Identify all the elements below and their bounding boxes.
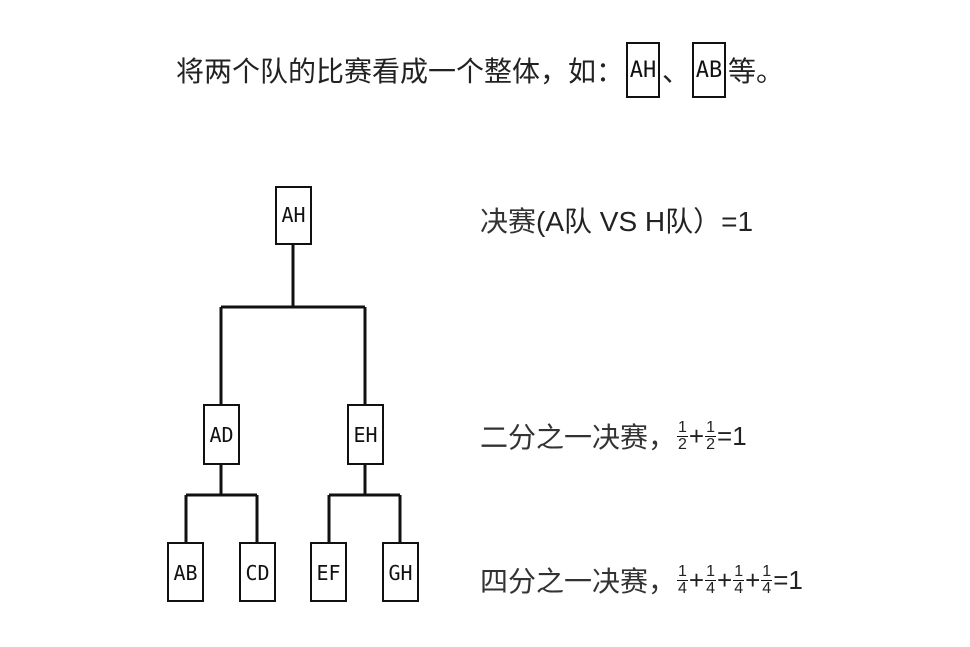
- node-quarter-cd-label: CD: [245, 561, 269, 585]
- fraction-numerator: 1: [705, 418, 717, 437]
- label-semi-cjk: 二分之一决赛，: [480, 421, 677, 454]
- plus-sign: +: [688, 420, 705, 451]
- node-quarter-gh-label: GH: [388, 561, 412, 585]
- plus-sign: +: [745, 564, 761, 595]
- label-final-detail: (A队 VS H队）=1: [536, 206, 754, 237]
- node-final-label: AH: [281, 203, 305, 227]
- intro-text: 将两个队的比赛看成一个整体，如：: [176, 55, 625, 88]
- node-quarter-ab: AB: [167, 542, 204, 602]
- node-semi-right-label: EH: [353, 423, 377, 447]
- quarter-result: =1: [773, 564, 803, 595]
- label-quarter-cjk: 四分之一决赛，: [480, 565, 677, 598]
- fraction-denominator: 2: [678, 435, 687, 453]
- intro-sentence: 将两个队的比赛看成一个整体，如： AH 、 AB 等。: [176, 40, 784, 100]
- fraction-numerator: 1: [677, 418, 688, 437]
- semi-result: =1: [717, 420, 747, 451]
- plus-sign: +: [717, 564, 733, 595]
- node-semi-right: EH: [347, 404, 384, 465]
- fraction-numerator: 1: [761, 562, 773, 581]
- example-box-ah: AH: [626, 42, 661, 98]
- example-box-ab: AB: [692, 42, 727, 98]
- fraction-denominator: 4: [706, 579, 716, 597]
- fraction-numerator: 1: [677, 562, 688, 581]
- fraction-denominator: 2: [706, 435, 716, 453]
- intro-separator: 、: [662, 55, 691, 88]
- label-final: 决赛(A队 VS H队）=1: [480, 190, 753, 250]
- node-quarter-cd: CD: [239, 542, 276, 602]
- fraction-numerator: 1: [705, 562, 717, 581]
- fraction-denominator: 4: [678, 579, 687, 597]
- node-quarter-ef-label: EF: [316, 561, 340, 585]
- node-semi-left-label: AD: [209, 423, 233, 447]
- node-semi-left: AD: [203, 404, 240, 465]
- fraction-denominator: 4: [734, 579, 744, 597]
- plus-sign: +: [688, 564, 705, 595]
- label-final-cjk: 决赛: [480, 205, 537, 238]
- node-quarter-gh: GH: [382, 542, 419, 602]
- intro-ending: 等。: [728, 55, 785, 88]
- fraction-numerator: 1: [733, 562, 745, 581]
- node-quarter-ab-label: AB: [173, 561, 197, 585]
- node-quarter-ef: EF: [310, 542, 347, 602]
- fraction-denominator: 4: [762, 579, 772, 597]
- node-final: AH: [275, 186, 312, 245]
